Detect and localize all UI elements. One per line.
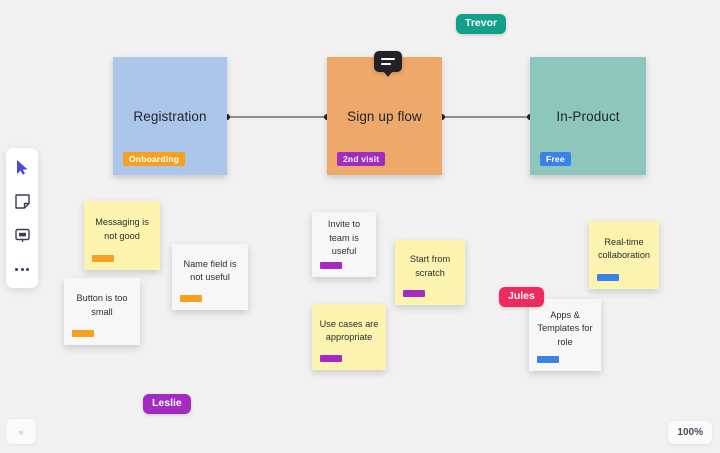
sticky-note[interactable]: Start from scratch bbox=[395, 240, 465, 305]
sticky-note[interactable]: Name field is not useful bbox=[172, 244, 248, 310]
sticky-note-text: Apps & Templates for role bbox=[537, 309, 593, 347]
flow-card-tag-free[interactable]: Free bbox=[540, 151, 571, 166]
select-tool-button[interactable] bbox=[11, 156, 33, 178]
sticky-note-tag[interactable] bbox=[180, 295, 202, 302]
connector-registration-to-signup[interactable] bbox=[224, 114, 330, 120]
comment-icon bbox=[14, 228, 30, 243]
left-toolbar[interactable] bbox=[6, 148, 38, 288]
connector-endpoint-dot bbox=[224, 114, 230, 120]
zoom-level-indicator[interactable]: 100% bbox=[668, 421, 712, 444]
more-dots-icon bbox=[15, 267, 29, 271]
note-tool-button[interactable] bbox=[11, 190, 33, 212]
comment-line bbox=[381, 58, 395, 60]
sticky-note-text: Start from scratch bbox=[409, 254, 451, 278]
sticky-note-text: Invite to team is useful bbox=[327, 219, 361, 257]
sticky-note-tag[interactable] bbox=[92, 255, 114, 262]
sticky-note-text: Real-time collaboration bbox=[597, 236, 651, 260]
sticky-note-tag[interactable] bbox=[537, 356, 559, 363]
sticky-note[interactable]: Use cases are appropriate bbox=[312, 304, 386, 370]
sticky-note-tag[interactable] bbox=[72, 330, 94, 337]
comment-line bbox=[381, 63, 391, 65]
cursor-arrow-icon bbox=[16, 159, 29, 175]
more-tool-button[interactable] bbox=[11, 258, 33, 280]
sticky-note-tag[interactable] bbox=[597, 274, 619, 281]
sticky-note[interactable]: Real-time collaboration bbox=[589, 221, 659, 289]
flow-card-registration[interactable]: Registration Onboarding bbox=[113, 57, 227, 175]
sticky-note[interactable]: Apps & Templates for role bbox=[529, 299, 601, 371]
sticky-note-text: Button is too small bbox=[76, 293, 128, 317]
comment-bubble-icon[interactable] bbox=[374, 51, 402, 77]
sticky-note-tag[interactable] bbox=[403, 290, 425, 297]
connector-signup-to-inproduct[interactable] bbox=[439, 114, 533, 120]
sticky-note-text: Name field is not useful bbox=[183, 258, 237, 282]
flow-card-title: Registration bbox=[133, 108, 207, 124]
sticky-note-tag[interactable] bbox=[320, 262, 342, 269]
sticky-note[interactable]: Invite to team is useful bbox=[312, 212, 376, 277]
collaborator-label-leslie: Leslie bbox=[143, 394, 191, 414]
sticky-note-icon bbox=[14, 193, 30, 209]
sticky-note-tag[interactable] bbox=[320, 355, 342, 362]
flow-card-tag-onboarding[interactable]: Onboarding bbox=[123, 151, 186, 166]
sticky-note[interactable]: Messaging is not good bbox=[84, 201, 160, 270]
collaborator-label-trevor: Trevor bbox=[456, 14, 507, 34]
comment-tool-button[interactable] bbox=[11, 224, 33, 246]
collaborator-label-jules: Jules bbox=[499, 287, 544, 307]
flow-card-in-product[interactable]: In-Product Free bbox=[530, 57, 646, 175]
expand-panel-button[interactable]: » bbox=[6, 419, 36, 444]
sticky-note-text: Messaging is not good bbox=[95, 217, 149, 241]
flow-card-tag-2nd-visit[interactable]: 2nd visit bbox=[337, 151, 386, 166]
connector-endpoint-dot bbox=[439, 114, 445, 120]
flow-card-title: In-Product bbox=[556, 108, 620, 124]
sticky-note-text: Use cases are appropriate bbox=[319, 318, 379, 342]
sticky-note[interactable]: Button is too small bbox=[64, 278, 140, 345]
flow-card-title: Sign up flow bbox=[347, 108, 422, 124]
